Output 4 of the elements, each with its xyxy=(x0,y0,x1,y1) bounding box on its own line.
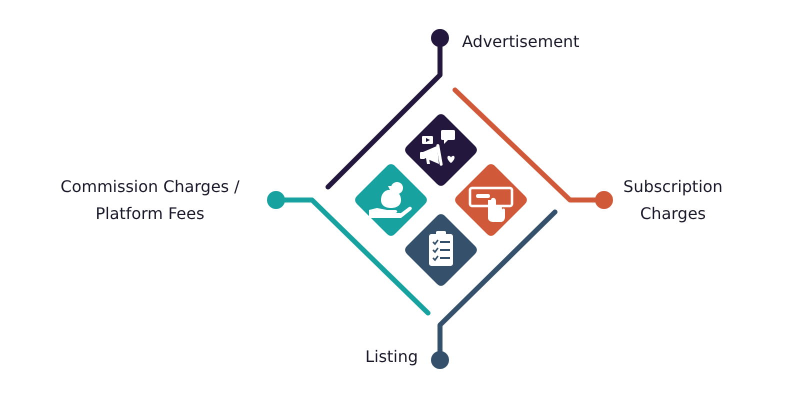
label-text: Listing xyxy=(364,346,418,368)
label-text: Commission Charges / Platform Fees xyxy=(60,176,240,225)
label-text: Advertisement xyxy=(462,31,580,53)
label-text: Subscription Charges xyxy=(622,176,724,225)
